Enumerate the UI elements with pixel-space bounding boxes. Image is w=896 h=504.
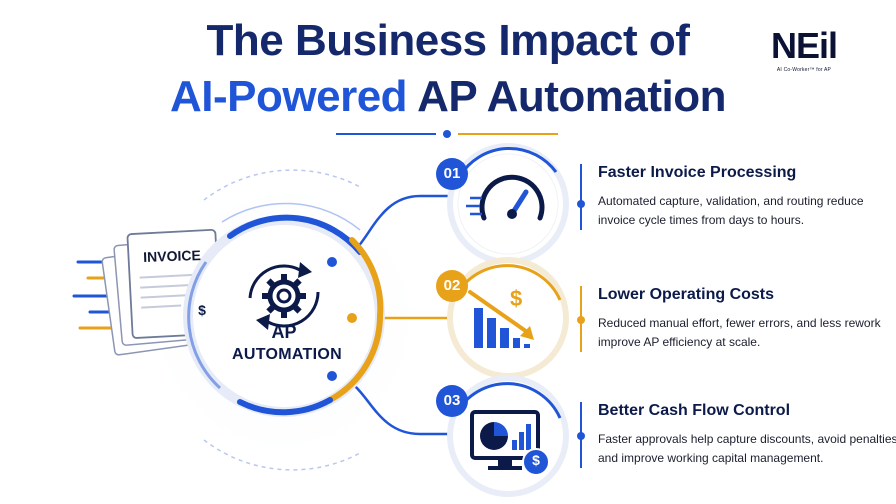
monitor-chart-dollar-icon (470, 410, 550, 476)
gear-cycle-icon (248, 262, 320, 330)
impact-item-1: Faster Invoice Processing Automated capt… (577, 164, 896, 230)
cashflow-dollar-symbol: $ (532, 452, 540, 468)
logo-tagline: AI Co-Worker™ for AP (776, 67, 832, 73)
title-accent: AI-Powered (170, 72, 408, 121)
connector-node-1 (325, 255, 339, 269)
center-label-automation: AUTOMATION (232, 346, 342, 363)
badge-03: 03 (436, 385, 468, 417)
impact-item-1-title: Faster Invoice Processing (598, 164, 797, 181)
orbit-dashes (203, 169, 363, 471)
page-title-line-2: AI-Powered AP Automation (0, 72, 896, 122)
cost-dollar-symbol: $ (510, 286, 523, 311)
badge-01: 01 (436, 158, 468, 190)
badge-02: 02 (436, 270, 468, 302)
bullet-1 (577, 200, 585, 208)
item-circle-1 (447, 143, 569, 265)
speedometer-icon (466, 174, 545, 221)
brand-logo: NEil AI Co-Worker™ for AP (760, 25, 848, 74)
invoice-dollar-symbol: $ (198, 302, 206, 318)
impact-item-3: Better Cash Flow Control Faster approval… (577, 402, 896, 468)
connector-node-3 (325, 369, 339, 383)
invoice-label: INVOICE (142, 247, 202, 266)
impact-item-3-description: Faster approvals help capture discounts,… (598, 432, 896, 465)
bullet-2 (577, 316, 585, 324)
connector-node-2 (345, 311, 359, 325)
declining-cost-chart-icon (468, 290, 534, 348)
page-title-line-1: The Business Impact of (206, 16, 690, 65)
title-divider-left (336, 133, 436, 135)
impact-item-2-title: Lower Operating Costs (598, 286, 775, 303)
logo-wordmark: NEil (770, 25, 838, 66)
title-divider-right (458, 133, 558, 135)
impact-item-1-description: Automated capture, validation, and routi… (598, 194, 864, 227)
center-label-ap: AP (271, 322, 297, 342)
impact-item-2: Lower Operating Costs Reduced manual eff… (577, 286, 896, 352)
impact-item-2-description: Reduced manual effort, fewer errors, and… (598, 316, 881, 349)
impact-item-3-title: Better Cash Flow Control (598, 402, 791, 419)
title-rest: AP Automation (407, 72, 726, 121)
bullet-3 (577, 432, 585, 440)
title-divider-dot (443, 130, 451, 138)
